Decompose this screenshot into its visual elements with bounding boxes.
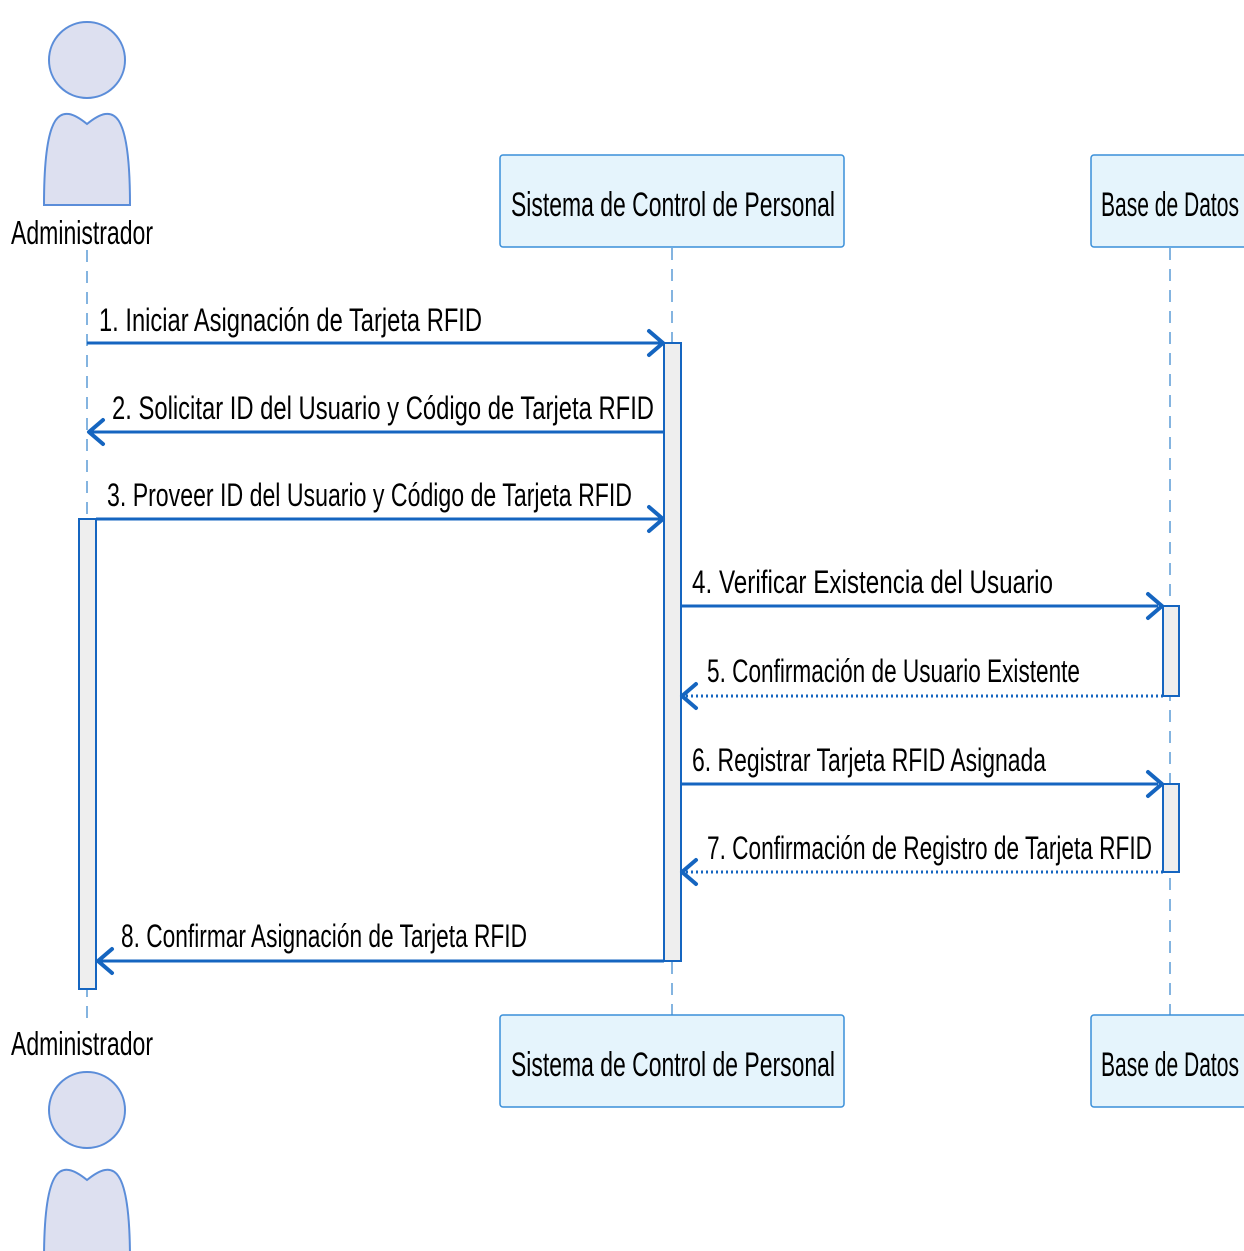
message-4: 4. Verificar Existencia del Usuario bbox=[681, 564, 1164, 620]
activation-bar-base-datos-1 bbox=[1162, 605, 1180, 697]
person-icon bbox=[43, 1071, 131, 1251]
actor-label-top: Administrador bbox=[11, 214, 153, 251]
message-6: 6. Registrar Tarjeta RFID Asignada bbox=[681, 742, 1164, 798]
svg-text:Sistema de Control de Personal: Sistema de Control de Personal bbox=[511, 1046, 835, 1084]
actor-label-bottom: Administrador bbox=[11, 1025, 153, 1062]
message-2: 2. Solicitar ID del Usuario y Código de … bbox=[87, 390, 664, 446]
message-3-label: 3. Proveer ID del Usuario y Código de Ta… bbox=[107, 477, 632, 513]
message-2-label: 2. Solicitar ID del Usuario y Código de … bbox=[112, 390, 654, 426]
svg-text:Base de Datos: Base de Datos bbox=[1101, 1046, 1239, 1084]
person-icon bbox=[42, 21, 132, 206]
activation-bar-sistema bbox=[663, 342, 682, 962]
message-1: 1. Iniciar Asignación de Tarjeta RFID bbox=[87, 302, 665, 357]
message-7: 7. Confirmación de Registro de Tarjeta R… bbox=[680, 830, 1163, 886]
message-4-label: 4. Verificar Existencia del Usuario bbox=[692, 564, 1053, 600]
participant-box-sistema-top: Sistema de Control de Personal bbox=[499, 154, 845, 248]
message-5: 5. Confirmación de Usuario Existente bbox=[680, 653, 1163, 710]
participant-box-base-datos-bottom: Base de Datos bbox=[1090, 1014, 1244, 1108]
message-6-label: 6. Registrar Tarjeta RFID Asignada bbox=[692, 742, 1046, 778]
message-8: 8. Confirmar Asignación de Tarjeta RFID bbox=[96, 918, 664, 975]
activation-bars bbox=[78, 342, 1180, 990]
message-5-label: 5. Confirmación de Usuario Existente bbox=[707, 653, 1080, 689]
activation-bar-administrador bbox=[78, 518, 97, 990]
message-3: 3. Proveer ID del Usuario y Código de Ta… bbox=[96, 477, 665, 533]
participant-box-sistema-bottom: Sistema de Control de Personal bbox=[499, 1014, 845, 1108]
activation-bar-base-datos-2 bbox=[1162, 783, 1180, 873]
message-7-label: 7. Confirmación de Registro de Tarjeta R… bbox=[707, 830, 1152, 866]
svg-text:Base de Datos: Base de Datos bbox=[1101, 186, 1239, 224]
participant-box-base-datos-top: Base de Datos bbox=[1090, 154, 1244, 248]
svg-text:Sistema de Control de Personal: Sistema de Control de Personal bbox=[511, 186, 835, 224]
lifelines bbox=[86, 248, 1171, 1020]
message-8-label: 8. Confirmar Asignación de Tarjeta RFID bbox=[121, 918, 527, 954]
message-1-label: 1. Iniciar Asignación de Tarjeta RFID bbox=[99, 302, 482, 338]
